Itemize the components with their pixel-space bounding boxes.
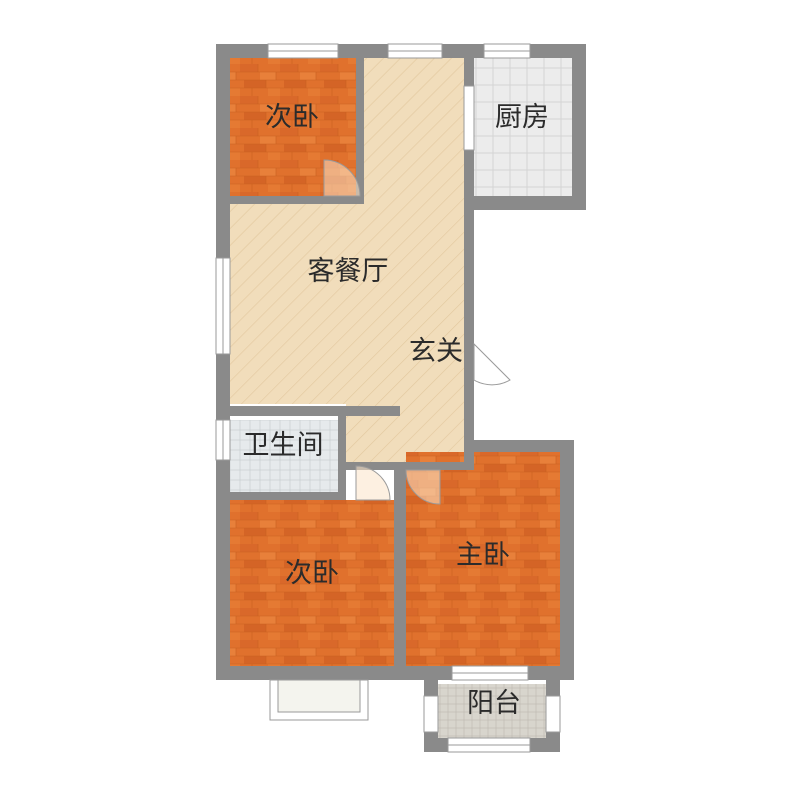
label-kitchen: 厨房	[495, 102, 549, 133]
floor-living	[230, 198, 464, 404]
label-bedroom-bottom: 次卧	[285, 558, 339, 589]
floor-living-upper	[362, 58, 464, 200]
floor-kitchen	[474, 58, 572, 196]
label-bathroom: 卫生间	[243, 430, 324, 461]
label-bedroom-top: 次卧	[265, 102, 319, 133]
windows	[215, 43, 561, 753]
floor-bedroom-bottom	[230, 500, 394, 666]
label-entrance: 玄关	[409, 336, 463, 367]
floor-bathroom	[230, 420, 338, 492]
label-master-bedroom: 主卧	[456, 540, 510, 571]
label-balcony: 阳台	[467, 688, 521, 719]
floor-balcony	[438, 684, 546, 738]
doors	[323, 159, 511, 505]
label-living-dining: 客餐厅	[308, 256, 389, 287]
